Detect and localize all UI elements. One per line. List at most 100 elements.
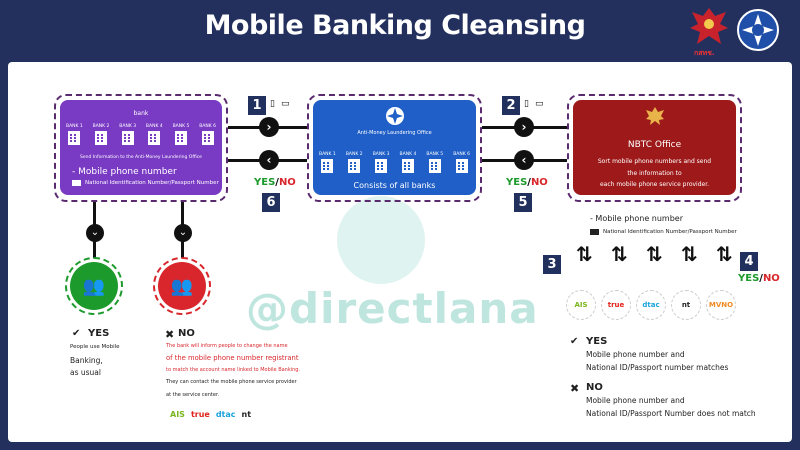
bank-field-id: National Identification Number/Passport … bbox=[72, 180, 219, 186]
carrier-nt-text: nt bbox=[241, 410, 252, 419]
watermark-text: @directlana bbox=[246, 284, 539, 333]
check-icon: ✔ bbox=[570, 336, 579, 347]
yes-result-label: YES bbox=[586, 336, 608, 347]
step-4-yesno: YES/NO bbox=[738, 273, 780, 284]
nbtc-caption: กสทช. bbox=[694, 49, 715, 57]
phone-icon: ▯ bbox=[270, 99, 275, 109]
carrier-mvno-logo: MVNO bbox=[706, 290, 736, 320]
amlo-building: BANK 6 bbox=[453, 152, 470, 173]
people-group-icon: 👥 bbox=[158, 262, 206, 310]
exchange-arrows-icon: ⇅ bbox=[716, 242, 733, 266]
bank-field-mobile: - Mobile phone number bbox=[72, 167, 177, 177]
bank-field-id-text: National Identification Number/Passport … bbox=[85, 180, 219, 186]
carrier-true-text: true bbox=[190, 410, 210, 419]
step-1-badge: 1 bbox=[248, 96, 266, 115]
carrier-true-logo: true bbox=[601, 290, 631, 320]
page-title: Mobile Banking Cleansing bbox=[204, 10, 586, 41]
arrow-left-icon: ‹ bbox=[259, 150, 279, 170]
people-no-group: 👥 bbox=[153, 257, 211, 315]
amlo-title: Anti-Money Laundering Office bbox=[357, 130, 432, 136]
amlo-seal-small-icon bbox=[386, 107, 404, 125]
amlo-buildings: BANK 1 BANK 2 BANK 3 BANK 4 BANK 5 BANK … bbox=[319, 152, 470, 173]
bank-building: BANK 3 bbox=[119, 124, 136, 145]
carrier-ais-logo: AIS bbox=[566, 290, 596, 320]
step-2-badge: 2 bbox=[502, 96, 520, 115]
bank-frame bbox=[54, 94, 228, 202]
id-card-icon bbox=[590, 229, 599, 235]
left-yes-line1: People use Mobile bbox=[70, 344, 120, 350]
step-4-badge: 4 bbox=[740, 252, 758, 271]
nbtc-frame bbox=[567, 94, 742, 202]
bank-box: bank BANK 1 BANK 2 BANK 3 BANK 4 BANK 5 … bbox=[60, 100, 222, 195]
bank-building: BANK 1 bbox=[66, 124, 83, 145]
exchange-arrows-icon: ⇅ bbox=[681, 242, 698, 266]
bank-building: BANK 6 bbox=[199, 124, 216, 145]
no-result-line2: National ID/Passport Number does not mat… bbox=[586, 409, 756, 418]
check-icon: ✔ bbox=[72, 328, 81, 339]
amlo-building: BANK 3 bbox=[373, 152, 389, 173]
amlo-building: BANK 4 bbox=[400, 152, 416, 173]
id-card-icon bbox=[72, 180, 81, 186]
amlo-building: BANK 1 bbox=[319, 152, 336, 173]
bank-note: Send Information to the Anti-Money Laund… bbox=[80, 155, 202, 160]
step-6-yesno: YES/NO bbox=[254, 177, 296, 188]
amlo-box: Anti-Money Laundering Office BANK 1 BANK… bbox=[313, 100, 476, 195]
bank-building: BANK 2 bbox=[93, 124, 109, 145]
nbtc-title: NBTC Office bbox=[627, 140, 682, 150]
yes-result-line2: National ID/Passport number matches bbox=[586, 363, 729, 372]
nbtc-line2: the information to bbox=[627, 170, 682, 177]
nbtc-field-mobile: - Mobile phone number bbox=[590, 214, 684, 223]
no-result-label: NO bbox=[586, 382, 603, 393]
left-no-carriers: AIS true dtac nt bbox=[170, 410, 251, 419]
nbtc-field-id: National Identification Number/Passport … bbox=[590, 229, 737, 235]
step-3-badge: 3 bbox=[543, 255, 561, 274]
bank-building: BANK 5 bbox=[173, 124, 189, 145]
step-5-yesno: YES/NO bbox=[506, 177, 548, 188]
left-yes-line3: as usual bbox=[70, 368, 101, 377]
arrow-right-icon: › bbox=[514, 117, 534, 137]
left-yes-label: YES bbox=[88, 328, 110, 339]
phone-icon: ▯ bbox=[524, 99, 529, 109]
id-card-icon: ▭ bbox=[535, 99, 544, 109]
nbtc-line3: each mobile phone service provider. bbox=[599, 181, 710, 188]
yes-result-line1: Mobile phone number and bbox=[586, 350, 685, 359]
left-no-line5: at the service center. bbox=[166, 392, 220, 398]
people-yes-group: 👥 bbox=[65, 257, 123, 315]
exchange-arrows-icon: ⇅ bbox=[646, 242, 663, 266]
carrier-dtac-text: dtac bbox=[215, 410, 236, 419]
step-6-badge: 6 bbox=[262, 193, 280, 212]
arrow-left-icon: ‹ bbox=[514, 150, 534, 170]
carrier-nt-logo: nt bbox=[671, 290, 701, 320]
nbtc-box: NBTC Office Sort mobile phone numbers an… bbox=[573, 100, 736, 195]
cross-icon: ✖ bbox=[570, 382, 580, 395]
garuda-emblem-icon bbox=[690, 8, 728, 44]
arrow-right-icon: › bbox=[259, 117, 279, 137]
watermark-logo bbox=[337, 196, 425, 284]
left-no-line2: of the mobile phone number registrant bbox=[166, 354, 299, 362]
left-no-label: NO bbox=[178, 328, 195, 339]
amlo-frame bbox=[307, 94, 482, 202]
amlo-caption: Consists of all banks bbox=[353, 181, 436, 190]
nbtc-line1: Sort mobile phone numbers and send bbox=[597, 158, 712, 165]
bank-title: bank bbox=[133, 110, 149, 117]
carrier-ais-text: AIS bbox=[170, 410, 185, 419]
amlo-building: BANK 5 bbox=[426, 152, 443, 173]
left-no-line4: They can contact the mobile phone servic… bbox=[166, 379, 297, 385]
left-yes-line2: Banking, bbox=[70, 356, 103, 365]
cross-icon: ✖ bbox=[165, 328, 175, 341]
no-result-line1: Mobile phone number and bbox=[586, 396, 685, 405]
nbtc-field-id-text: National Identification Number/Passport … bbox=[603, 229, 737, 235]
amlo-seal-icon bbox=[737, 9, 779, 51]
left-no-line3: to match the account name linked to Mobi… bbox=[166, 367, 301, 373]
exchange-arrows-icon: ⇅ bbox=[611, 242, 628, 266]
amlo-building: BANK 2 bbox=[346, 152, 363, 173]
people-group-icon: 👥 bbox=[70, 262, 118, 310]
exchange-arrows-icon: ⇅ bbox=[576, 242, 593, 266]
step-5-badge: 5 bbox=[514, 193, 532, 212]
left-no-line1: The bank will inform people to change th… bbox=[166, 343, 288, 349]
bank-building: BANK 4 bbox=[146, 124, 163, 145]
carrier-dtac-logo: dtac bbox=[636, 290, 666, 320]
garuda-small-icon bbox=[646, 107, 664, 125]
bank-buildings: BANK 1 BANK 2 BANK 3 BANK 4 BANK 5 BANK … bbox=[66, 124, 216, 145]
id-card-icon: ▭ bbox=[281, 99, 290, 109]
